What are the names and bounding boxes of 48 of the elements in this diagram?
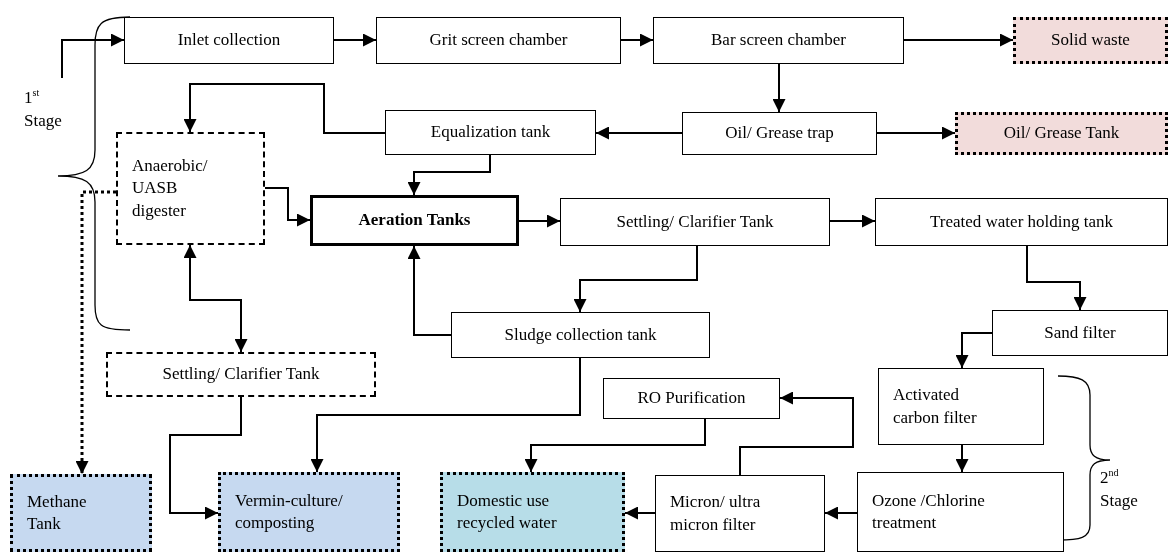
arrow [824,506,858,520]
arrow [1026,245,1087,311]
process-box: RO Purification [603,378,780,419]
arrow [739,391,854,476]
arrow [620,33,654,47]
process-box: Anaerobic/ UASB digester [116,132,265,245]
arrow [61,33,125,79]
process-box: Bar screen chamber [653,17,904,64]
process-box: Treated water holding tank [875,198,1168,246]
arrow [595,126,683,140]
process-box: Activated carbon filter [878,368,1044,445]
output-tank-box: Methane Tank [10,474,152,552]
process-box: Settling/ Clarifier Tank [106,352,376,397]
output-tank-box: Solid waste [1013,17,1168,64]
process-box: Aeration Tanks [310,195,519,246]
process-box: Grit screen chamber [376,17,621,64]
arrow [955,444,969,473]
process-box: Sand filter [992,310,1168,356]
arrow [955,332,993,369]
process-box: Equalization tank [385,110,596,155]
arrow [524,418,706,473]
arrow [573,245,698,313]
arrow [518,214,561,228]
arrow [169,396,242,520]
process-box: Oil/ Grease trap [682,112,877,155]
arrow [183,244,248,353]
output-tank-box: Domestic use recycled water [440,472,625,552]
output-tank-box: Oil/ Grease Tank [955,112,1168,155]
arrow [624,506,656,520]
process-box: Micron/ ultra micron filter [655,475,825,552]
arrow [310,357,581,473]
process-box: Sludge collection tank [451,312,710,358]
arrow [772,63,786,113]
arrow [407,245,452,336]
arrow [829,214,876,228]
process-box: Settling/ Clarifier Tank [560,198,830,246]
process-box: Inlet collection [124,17,334,64]
arrow [876,126,956,140]
arrow [333,33,377,47]
stage-label: 1$^{st}$ Stage [24,86,63,132]
stage-label: 2$^{nd}$ Stage [1100,466,1139,512]
process-box: Ozone /Chlorine treatment [857,472,1064,552]
arrow [903,33,1014,47]
output-tank-box: Vermin-culture/ composting [218,472,400,552]
arrow [264,187,311,227]
arrow [75,190,116,474]
arrow [183,83,386,134]
arrow [407,154,491,196]
